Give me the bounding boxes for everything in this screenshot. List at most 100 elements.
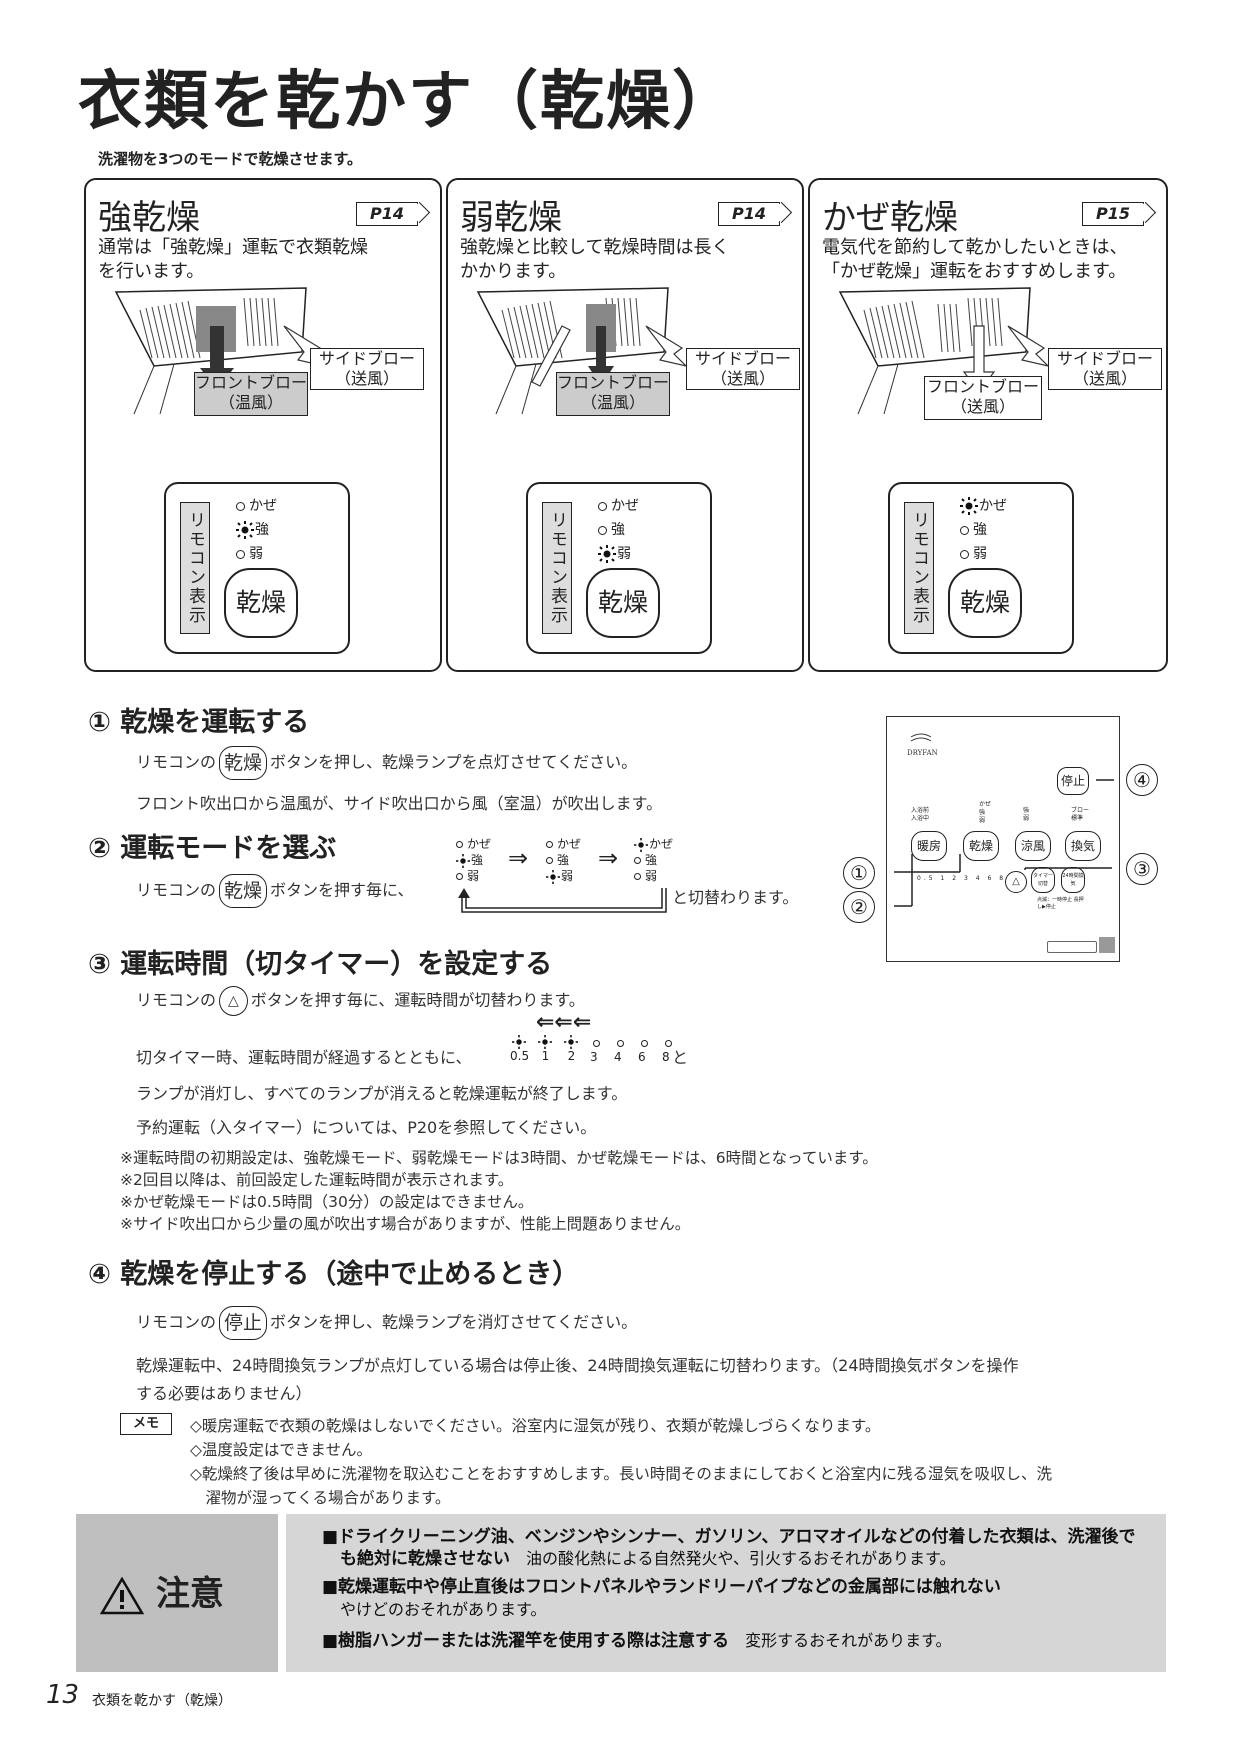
mode-description: 強乾燥と比較して乾燥時間は長くかかります。 [460, 237, 730, 282]
page-ref-link[interactable]: P15 [1082, 202, 1144, 226]
memo-item: 濯物が湿ってくる場合があります。 [190, 1489, 451, 1507]
intro-text: 洗濯物を3つのモードで乾燥させます。 [98, 150, 362, 168]
step-1-text: リモコンの乾燥ボタンを押し、乾燥ランプを点灯させてください。 [136, 746, 637, 780]
lamp-lit-icon [564, 1034, 578, 1049]
remote-display-label: リモコン表示 [542, 502, 572, 634]
dry-button[interactable]: 乾燥 [219, 746, 268, 780]
mode-card-kaze: かぜ乾燥 P15 電気代を節約して乾かしたいときは、「かぜ乾燥」運転をおすすめし… [808, 178, 1168, 672]
timer-tick: 1 [536, 1034, 555, 1063]
mode-cycle-diagram: かぜ 強 弱 ⇒ かぜ 強 弱 ⇒ かぜ 強 弱 [450, 836, 680, 916]
remote-control-panel: DRYFAN 停止 入浴前入浴中 かぜ強弱 強弱 ブロー標準 暖房 乾燥 涼風 … [886, 716, 1120, 962]
timer-tick: 3 [590, 1036, 604, 1064]
vent-button[interactable]: 換気 [1065, 831, 1101, 861]
page-title: 衣類を乾かす（乾燥） [78, 65, 738, 139]
step-4-text: リモコンの停止ボタンを押し、乾燥ランプを消灯させてください。 [136, 1306, 637, 1340]
dry-button[interactable]: 乾燥 [963, 831, 999, 861]
panel-labels-heat: 入浴前入浴中 [911, 807, 930, 822]
mode-name: 強乾燥 [98, 198, 200, 238]
cool-button[interactable]: 涼風 [1015, 831, 1051, 861]
page-ref-link[interactable]: P14 [718, 202, 780, 226]
side-blow-label: サイドブロー（送風） [310, 348, 424, 390]
cycle-return-arrow-icon [458, 888, 667, 913]
callout-1: ① [843, 857, 875, 889]
vent-caption: 点滅：一時停止 長押し▶停止 [1037, 897, 1084, 910]
mode-lamps: かぜ 強 弱 [960, 494, 1007, 566]
dry-button[interactable]: 乾燥 [224, 568, 298, 638]
caution-title: 注意 [99, 1566, 224, 1615]
callout-3: ③ [1126, 853, 1158, 885]
heat-button[interactable]: 暖房 [911, 831, 947, 861]
arrows-left-icon: ⇐⇐⇐ [536, 1010, 592, 1035]
timer-up-button[interactable]: △ [219, 986, 248, 1016]
arrow-right-icon: ⇒ [598, 844, 619, 872]
cycle-state-strong: かぜ 強 弱 [456, 836, 491, 884]
lamp-off-icon [960, 549, 969, 559]
step-3-line-4: 予約運転（入タイマー）については、P20を参照してください。 [136, 1118, 597, 1137]
callout-lines [894, 779, 1114, 907]
stop-button[interactable]: 停止 [219, 1306, 268, 1340]
caution-item-1: ■ドライクリーニング油、ベンジンやシンナー、ガソリン、アロマオイルなどの付着した… [322, 1527, 1136, 1547]
lamp-lit-icon [598, 545, 616, 563]
lamp-weak: 弱 [960, 542, 1007, 566]
lamp-kaze: かぜ [960, 494, 1007, 518]
lamp-off-icon [598, 501, 607, 511]
side-blow-label: サイドブロー（送風） [686, 348, 800, 390]
step-4-line-3: する必要はありません） [136, 1384, 312, 1403]
lamp-lit-icon [512, 1034, 526, 1049]
timer-text-tail: と [672, 1048, 689, 1067]
mode-description: 通常は「強乾燥」運転で衣類乾燥を行います。 [98, 237, 368, 282]
timer-tick: 8 [662, 1036, 676, 1064]
dry-button[interactable]: 乾燥 [219, 874, 268, 908]
step-3-line-3: ランプが消灯し、すべてのランプが消えると乾燥運転が終了します。 [136, 1084, 628, 1103]
mode-lamps: かぜ 強 弱 [598, 494, 639, 566]
lamp-strong: 強 [960, 518, 1007, 542]
timer-up-button[interactable]: △ [1005, 871, 1027, 893]
timer-text: 切タイマー時、運転時間が経過するとともに、 [136, 1048, 472, 1067]
lamp-lit-icon [236, 521, 254, 539]
step-2-tail: と切替わります。 [672, 888, 799, 907]
mode-lamps: かぜ 強 弱 [236, 494, 277, 566]
step-3-heading: ③ 運転時間（切タイマー）を設定する [88, 949, 553, 980]
lamp-lit-icon [456, 853, 470, 868]
lamp-kaze: かぜ [236, 494, 277, 518]
step-4-line-2: 乾燥運転中、24時間換気ランプが点灯している場合は停止後、24時間換気運転に切替… [136, 1356, 1019, 1375]
footer-section-title: 衣類を乾かす（乾燥） [92, 1693, 232, 1709]
stop-button[interactable]: 停止 [1057, 767, 1089, 795]
memo-item: ◇温度設定はできません。 [190, 1441, 372, 1459]
lamp-weak: 弱 [598, 542, 639, 566]
caution-header: 注意 [76, 1514, 278, 1672]
dry-button[interactable]: 乾燥 [586, 568, 660, 638]
callout-4: ④ [1126, 764, 1158, 796]
lamp-off-icon [236, 549, 245, 559]
panel-display-slot [1047, 941, 1097, 953]
panel-labels-vent: ブロー標準 [1071, 807, 1090, 822]
mode-name: かぜ乾燥 [822, 198, 958, 238]
caution-item-2: ■乾燥運転中や停止直後はフロントパネルやランドリーパイプなどの金属部には触れない [322, 1577, 1001, 1597]
step-1-line-2: フロント吹出口から温風が、サイド吹出口から風（室温）が吹出します。 [136, 794, 663, 813]
caution-item-3: ■樹脂ハンガーまたは洗濯竿を使用する際は注意する 変形するおそれがあります。 [322, 1631, 952, 1651]
mode-description: 電気代を節約して乾かしたいときは、「かぜ乾燥」運転をおすすめします。 [822, 237, 1128, 282]
timer-tick: 0.5 [510, 1034, 529, 1063]
note-item: ※2回目以降は、前回設定した運転時間が表示されます。 [120, 1171, 514, 1189]
page-ref-link[interactable]: P14 [356, 202, 418, 226]
remote-display-label: リモコン表示 [904, 502, 934, 634]
front-blow-label: フロントブロー（送風） [924, 376, 1042, 420]
note-item: ※かぜ乾燥モードは0.5時間（30分）の設定はできません。 [120, 1193, 534, 1211]
dry-button[interactable]: 乾燥 [948, 568, 1022, 638]
lamp-off-icon [236, 501, 245, 511]
arrow-right-icon: ⇒ [508, 844, 529, 872]
remote-display: リモコン表示 かぜ 強 弱 乾燥 [164, 482, 350, 654]
note-item: ※運転時間の初期設定は、強乾燥モード、弱乾燥モードは3時間、かぜ乾燥モードは、6… [120, 1149, 878, 1167]
panel-labels-dry: かぜ強弱 [979, 801, 992, 824]
step-4-heading: ④ 乾燥を停止する（途中で止めるとき） [88, 1259, 580, 1290]
step-2-heading: ② 運転モードを選ぶ [88, 833, 337, 864]
timer-tick: 2 [562, 1034, 581, 1063]
caution-item-1-cont: も絶対に乾燥させない 油の酸化熱による自然発火や、引火するおそれがあります。 [340, 1549, 956, 1569]
mode-card-weak: 弱乾燥 P14 強乾燥と比較して乾燥時間は長くかかります。 サイドブロー（送風）… [446, 178, 804, 672]
timer-tick: 4 [614, 1036, 628, 1064]
warning-icon [99, 1576, 145, 1614]
lamp-off-icon [598, 525, 607, 535]
caution-item-2-text: やけどのおそれがあります。 [340, 1600, 547, 1619]
lamp-lit-icon [546, 869, 560, 884]
cycle-state-weak: かぜ 強 弱 [546, 836, 581, 884]
